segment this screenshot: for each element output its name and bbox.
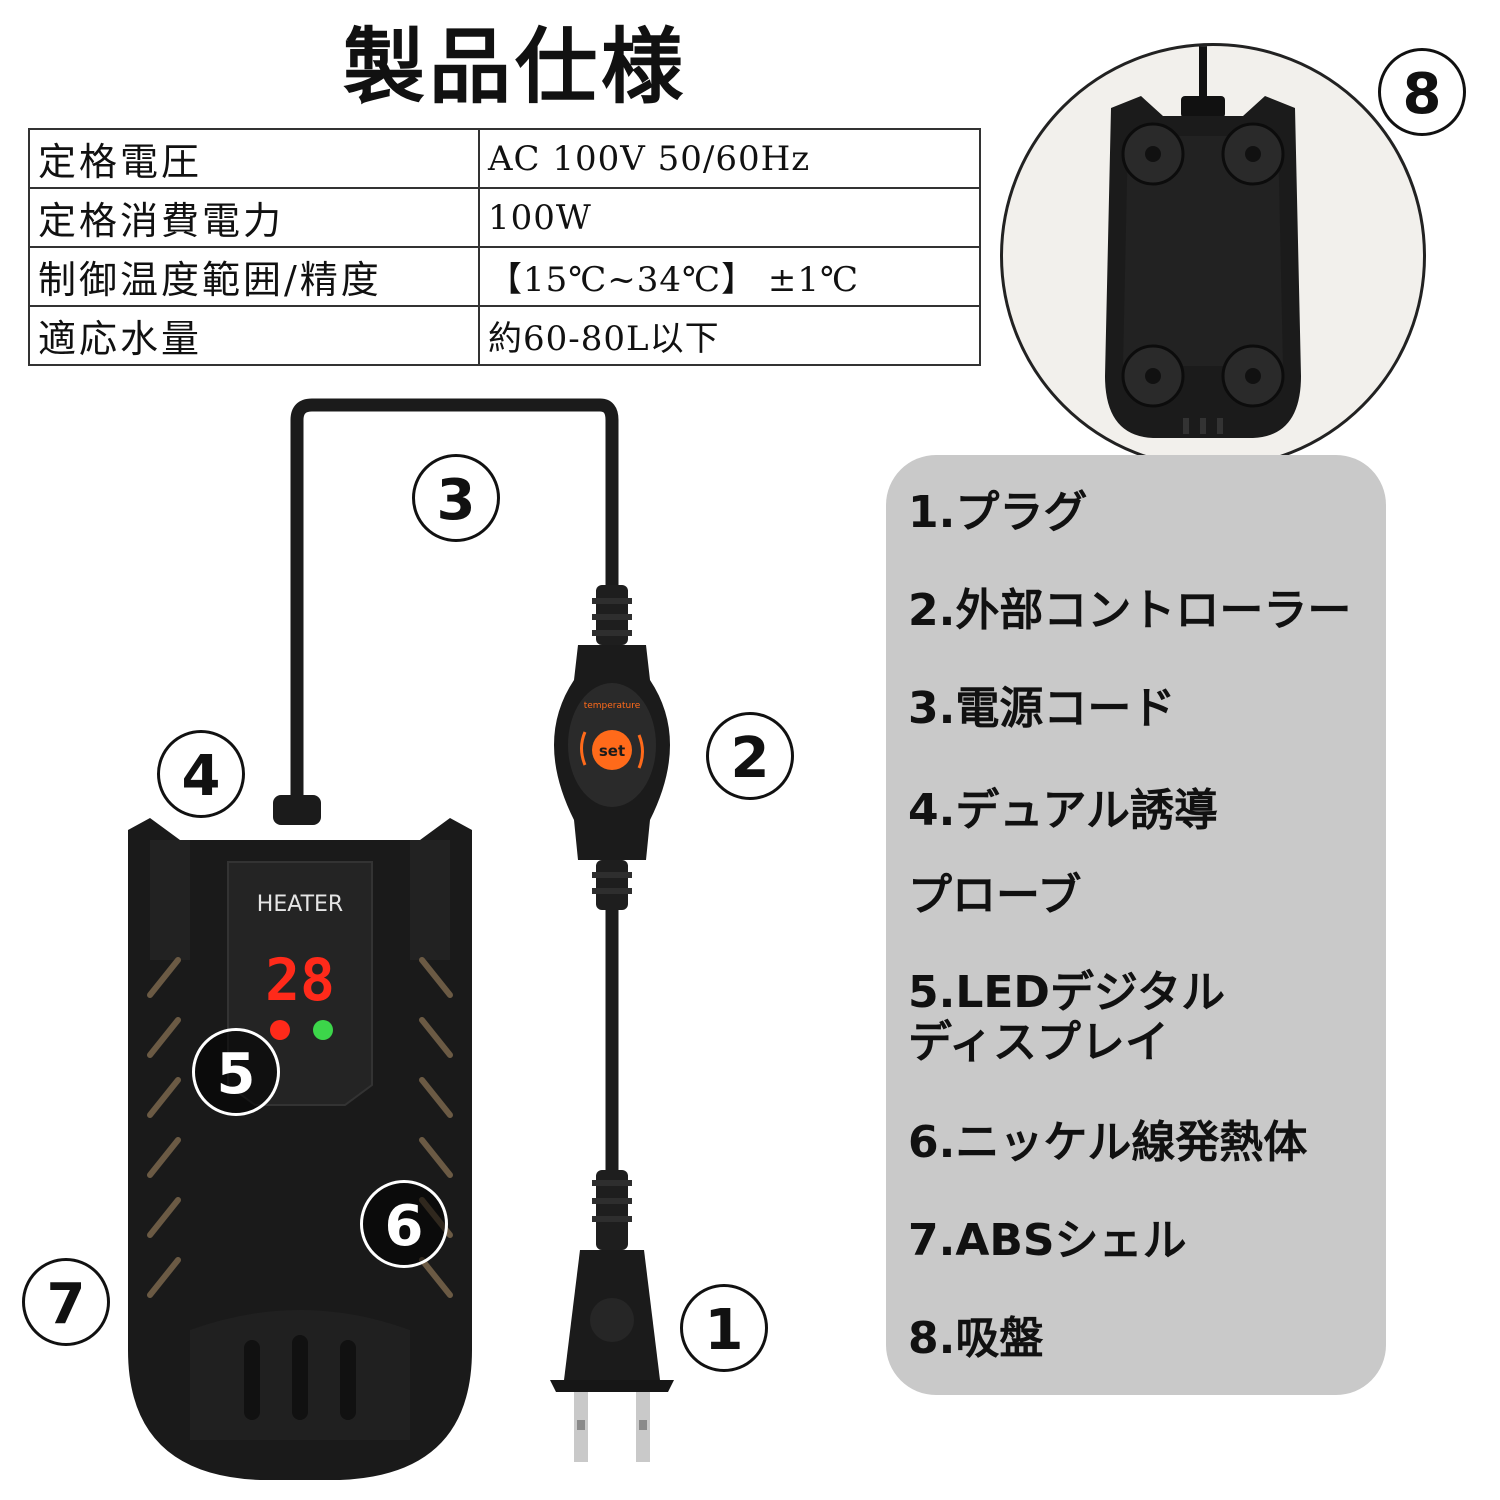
legend-item: ディスプレイ [908, 1017, 1169, 1068]
legend-item: 1.プラグ [908, 487, 1088, 538]
legend-item: 8.吸盤 [908, 1313, 1044, 1364]
power-cord [290, 398, 619, 800]
heater-illustration: set temperature HEATER 28 [128, 398, 674, 1480]
temperature-display: 28 [265, 946, 335, 1014]
legend-item: 5.LEDデジタル [908, 967, 1226, 1018]
heater-label: HEATER [257, 892, 343, 917]
spec-key: 制御温度範囲/精度 [28, 246, 480, 307]
legend-item: 6.ニッケル線発熱体 [908, 1117, 1308, 1168]
legend-item: 7.ABSシェル [908, 1215, 1187, 1266]
parts-legend: 1.プラグ 2.外部コントローラー 3.電源コード 4.デュアル誘導 プローブ … [886, 455, 1386, 1395]
red-led [270, 1020, 290, 1040]
callout-8: 8 [1378, 48, 1466, 136]
strain-relief-bottom [592, 860, 632, 910]
legend-item: 3.電源コード [908, 683, 1176, 734]
table-row: 定格消費電力 100W [28, 187, 981, 248]
legend-item: 2.外部コントローラー [908, 585, 1352, 636]
strain-relief-top [592, 585, 632, 645]
spec-value: 約60-80L以下 [478, 305, 981, 366]
callout-5: 5 [192, 1028, 280, 1116]
callout-2: 2 [706, 712, 794, 800]
table-row: 制御温度範囲/精度 【15℃~34℃】 ±1℃ [28, 246, 981, 307]
spec-key: 適応水量 [28, 305, 480, 366]
table-row: 適応水量 約60-80L以下 [28, 305, 981, 366]
callout-3: 3 [412, 454, 500, 542]
external-controller: set temperature [554, 645, 670, 860]
heater-back-illustration [1105, 46, 1301, 438]
set-button [592, 730, 632, 770]
controller-set-label: set [599, 742, 625, 760]
legend-item: プローブ [908, 870, 1082, 921]
page-title: 製品仕様 [342, 20, 687, 115]
spec-value: AC 100V 50/60Hz [478, 128, 981, 189]
probe-connector [273, 795, 321, 825]
green-led [313, 1020, 333, 1040]
spec-key: 定格電圧 [28, 128, 480, 189]
callout-4: 4 [157, 730, 245, 818]
controller-arc-label: temperature [584, 701, 641, 711]
legend-item: 4.デュアル誘導 [908, 785, 1219, 836]
callout-7: 7 [22, 1258, 110, 1346]
callout-6: 6 [360, 1180, 448, 1268]
spec-value: 【15℃~34℃】 ±1℃ [478, 246, 981, 307]
spec-key: 定格消費電力 [28, 187, 480, 248]
suction-cup-photo [1000, 43, 1426, 469]
spec-value: 100W [478, 187, 981, 248]
plug [550, 1170, 674, 1462]
callout-1: 1 [680, 1284, 768, 1372]
table-row: 定格電圧 AC 100V 50/60Hz [28, 128, 981, 189]
spec-table: 定格電圧 AC 100V 50/60Hz 定格消費電力 100W 制御温度範囲/… [28, 128, 981, 366]
heater-body: HEATER 28 [128, 818, 472, 1480]
